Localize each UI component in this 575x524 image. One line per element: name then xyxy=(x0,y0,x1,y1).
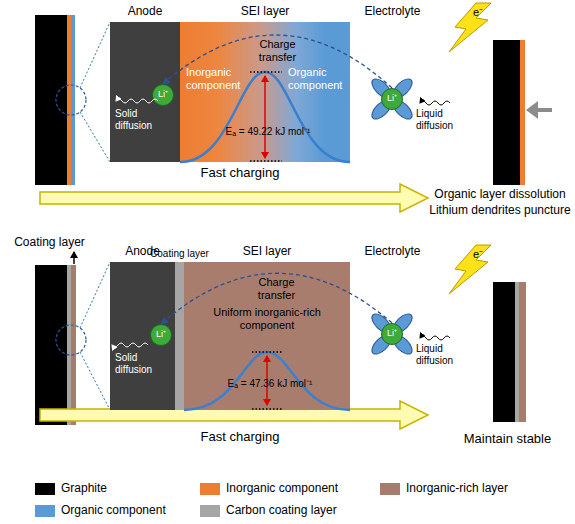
legend-text: Graphite xyxy=(61,482,211,496)
legend-text: Organic component xyxy=(61,504,211,518)
electron-label: e⁻ xyxy=(469,248,487,261)
electron-label: e⁻ xyxy=(469,6,487,19)
organic-strip xyxy=(71,15,75,185)
legend-text: Carbon coating layer xyxy=(226,504,376,518)
legend-swatch xyxy=(200,483,220,495)
anode-box: AnodeSolid diffusionLi⁺ xyxy=(110,262,175,410)
outcome-text: Maintain stable xyxy=(440,432,575,447)
lithium-ion: Li⁺ xyxy=(381,88,403,110)
graphite-bar xyxy=(493,40,520,185)
process-text: Liquid diffusion xyxy=(416,108,468,131)
graphite-bar xyxy=(35,265,67,425)
coating-strip xyxy=(515,282,519,422)
dendrite-arrow xyxy=(534,108,552,112)
solvation-shell xyxy=(369,76,416,123)
anode-box: AnodeSolid diffusionLi⁺ xyxy=(110,22,180,162)
ion-label: Li⁺ xyxy=(382,328,402,338)
fast-charging-arrow xyxy=(40,184,428,212)
legend-text: Inorganic component xyxy=(226,482,376,496)
ion-label: Li⁺ xyxy=(151,329,171,339)
arrow-label: Fast charging xyxy=(160,430,320,445)
ion-label: Li⁺ xyxy=(382,93,402,103)
zoom-line xyxy=(80,112,110,162)
solvation-shell xyxy=(369,311,416,358)
region-label: Electrolyte xyxy=(355,5,430,19)
activation-energy: Eₐ = 47.36 kJ mol⁻¹ xyxy=(210,378,330,390)
lithium-ion: Li⁺ xyxy=(150,324,172,346)
inorganic-rich-strip xyxy=(71,265,76,425)
zoom-line xyxy=(80,262,110,328)
inorganic-strip xyxy=(67,15,71,185)
lithium-ion: Li⁺ xyxy=(381,323,403,345)
layer-heading: SEI layer xyxy=(180,5,350,19)
legend-swatch xyxy=(35,505,55,517)
layer-heading: Anode xyxy=(100,5,190,19)
coating-layer-box: Coating layer xyxy=(175,262,184,410)
layer-heading: Coating layer xyxy=(145,248,214,260)
legend-text: Inorganic-rich layer xyxy=(406,482,556,496)
diffusion-squiggle xyxy=(420,336,450,340)
zoom-line xyxy=(80,22,110,88)
coating-strip xyxy=(67,265,71,425)
process-text: Solid diffusion xyxy=(115,108,165,131)
component-text: Inorganic component xyxy=(186,66,248,91)
diffusion-squiggle xyxy=(420,101,450,105)
component-text: Uniform inorganic-rich component xyxy=(202,306,332,331)
dendrite-arrow-head xyxy=(526,101,538,119)
inorganic-strip xyxy=(520,40,525,185)
zoom-circle xyxy=(56,325,86,355)
legend-swatch xyxy=(200,505,220,517)
ion-label: Li⁺ xyxy=(153,89,173,99)
graphite-bar xyxy=(35,15,67,185)
layer-heading: SEI layer xyxy=(184,245,350,259)
lightning-bolt xyxy=(449,245,491,294)
edge-label: Charge transfer xyxy=(243,38,313,63)
zoom-line xyxy=(80,352,110,410)
zoom-circle xyxy=(56,85,86,115)
component-text: Organic component xyxy=(288,66,348,91)
graphite-bar xyxy=(493,282,515,422)
lithium-ion: Li⁺ xyxy=(152,84,174,106)
region-label: Electrolyte xyxy=(355,245,430,259)
lightning-bolt xyxy=(449,3,491,52)
legend-swatch xyxy=(380,483,400,495)
edge-label: Charge transfer xyxy=(242,276,312,301)
outcome-text: Organic layer dissolution xyxy=(425,188,575,202)
part-label: Coating layer xyxy=(2,236,97,250)
process-text: Solid diffusion xyxy=(115,352,165,375)
process-text: Liquid diffusion xyxy=(416,343,468,366)
inorganic-rich-strip xyxy=(519,282,526,422)
activation-energy: Eₐ = 49.22 kJ mol⁻¹ xyxy=(208,126,328,138)
pointer-arrow xyxy=(73,252,75,264)
outcome-text: Lithium dendrites puncture xyxy=(425,204,575,218)
legend-swatch xyxy=(35,483,55,495)
arrow-label: Fast charging xyxy=(160,166,320,181)
